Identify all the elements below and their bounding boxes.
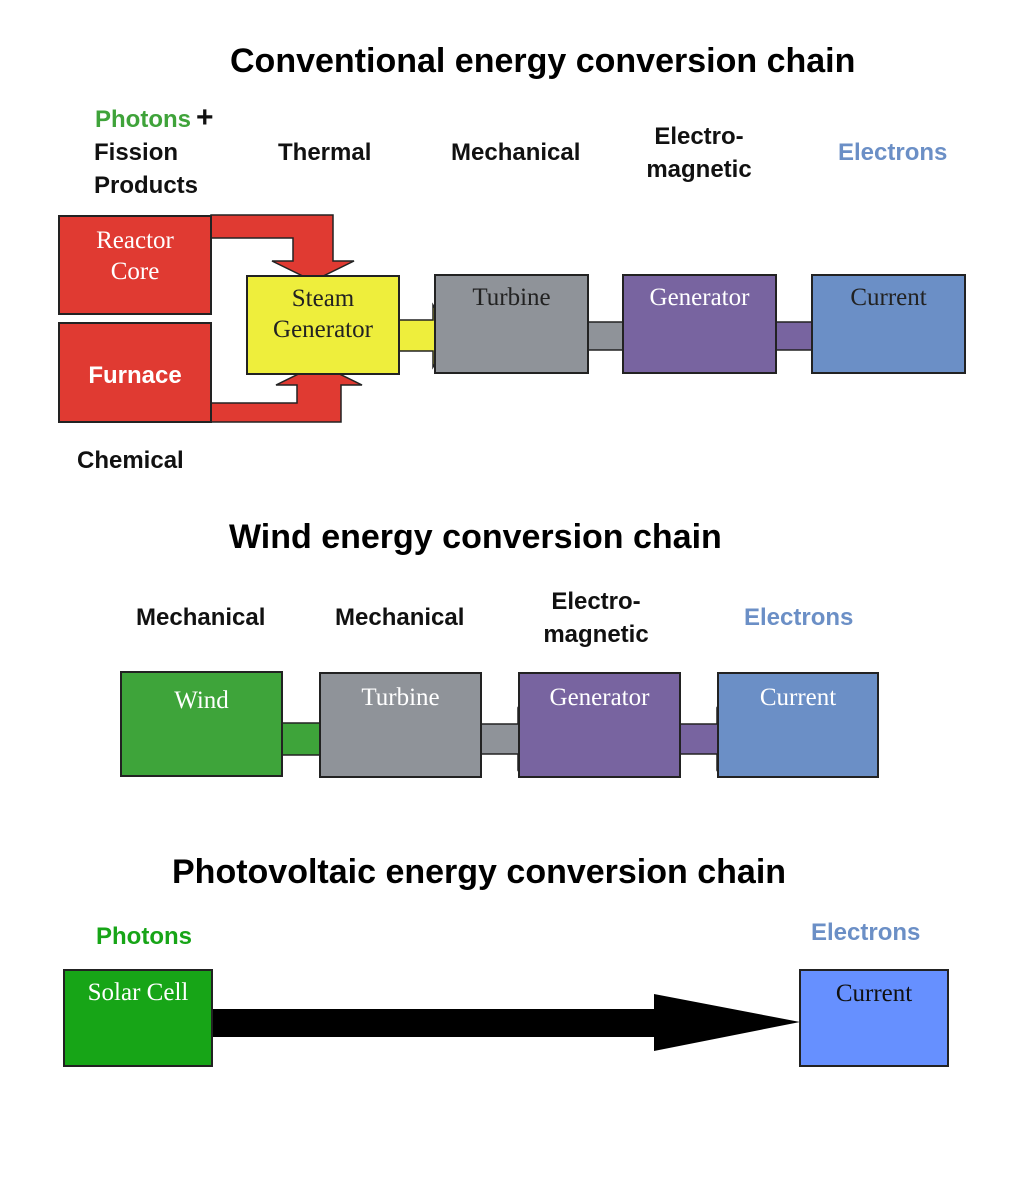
photons-label: Photons bbox=[95, 106, 191, 133]
reactor-line1: Reactor bbox=[96, 227, 174, 254]
reactor-line2: Core bbox=[110, 258, 160, 285]
wind-current-box: Current bbox=[717, 672, 879, 778]
electro-line2: magnetic bbox=[646, 156, 752, 183]
wind-generator-box: Generator bbox=[518, 672, 681, 778]
chemical-label: Chemical bbox=[77, 447, 184, 474]
pv-current-label: Current bbox=[835, 980, 913, 1007]
steam-line2: Generator bbox=[273, 316, 373, 343]
steam-generator-box: Steam Generator bbox=[246, 275, 400, 375]
wind-box-label: Wind bbox=[174, 687, 229, 714]
solar-cell-label: Solar Cell bbox=[87, 979, 189, 1006]
turbine-label: Turbine bbox=[472, 284, 551, 311]
electromagnetic-label: Electro- magnetic bbox=[640, 120, 758, 186]
furnace-box: Furnace bbox=[58, 322, 212, 423]
fission-label: Fission bbox=[94, 139, 179, 166]
steam-line1: Steam bbox=[291, 285, 355, 312]
generator-box: Generator bbox=[622, 274, 777, 374]
pv-electrons-label: Electrons bbox=[811, 919, 921, 946]
reactor-to-steam-arrow bbox=[210, 214, 355, 282]
furnace-label: Furnace bbox=[88, 362, 182, 389]
wind-title: Wind energy conversion chain bbox=[229, 518, 722, 556]
current-box: Current bbox=[811, 274, 966, 374]
pv-photons-label: Photons bbox=[96, 923, 192, 950]
electro-line1: Electro- bbox=[654, 123, 744, 150]
current-label: Current bbox=[850, 284, 927, 311]
wind-generator-label: Generator bbox=[549, 684, 650, 711]
wind-electromagnetic-label: Electro- magnetic bbox=[536, 585, 656, 651]
mechanical-label: Mechanical bbox=[451, 139, 581, 166]
thermal-label: Thermal bbox=[278, 139, 372, 166]
wind-turbine-box: Turbine bbox=[319, 672, 482, 778]
wind-electro-line1: Electro- bbox=[551, 588, 641, 615]
reactor-core-box: Reactor Core bbox=[58, 215, 212, 315]
solar-to-current-arrow bbox=[212, 994, 800, 1051]
wind-turbine-label: Turbine bbox=[361, 684, 440, 711]
wind-mechanical-label-2: Mechanical bbox=[335, 604, 465, 631]
wind-electro-line2: magnetic bbox=[543, 621, 649, 648]
wind-current-label: Current bbox=[759, 684, 837, 711]
pv-current-box: Current bbox=[799, 969, 949, 1067]
turbine-box: Turbine bbox=[434, 274, 589, 374]
electrons-label: Electrons bbox=[838, 139, 948, 166]
wind-box: Wind bbox=[120, 671, 283, 777]
solar-cell-box: Solar Cell bbox=[63, 969, 213, 1067]
wind-mechanical-label-1: Mechanical bbox=[136, 604, 266, 631]
conventional-title: Conventional energy conversion chain bbox=[230, 42, 856, 80]
generator-label: Generator bbox=[649, 284, 750, 311]
products-label: Products bbox=[94, 172, 199, 199]
pv-title: Photovoltaic energy conversion chain bbox=[172, 853, 787, 891]
wind-electrons-label: Electrons bbox=[744, 604, 854, 631]
plus-sign: + bbox=[196, 101, 214, 134]
